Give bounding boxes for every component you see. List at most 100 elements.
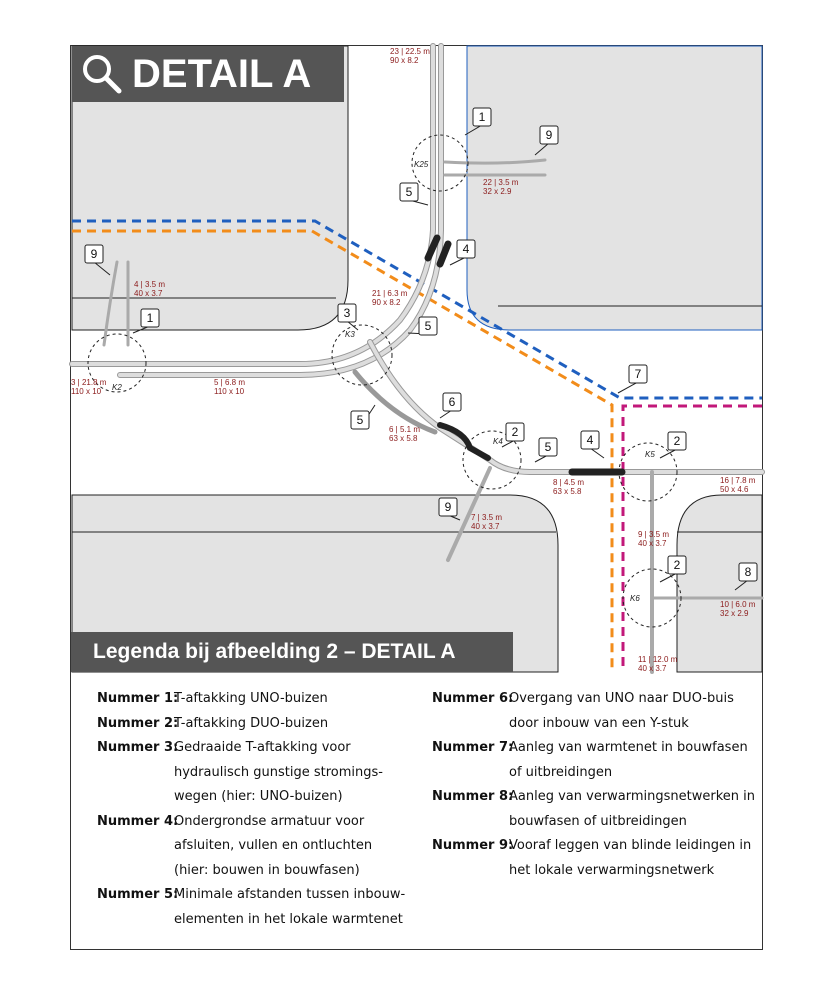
callout-4: 4: [449, 239, 476, 266]
legend-item: Nummer 7:Aanleg van warmtenet in bouwfas…: [432, 736, 762, 785]
callout-9: 9: [438, 497, 461, 521]
node-label: K4: [493, 437, 503, 446]
magnifier-icon: [83, 55, 122, 94]
legend-item: Nummer 6:Overgang van UNO naar DUO-buis …: [432, 687, 762, 736]
node-circle-k5: [618, 442, 678, 502]
callout-number: 6: [449, 395, 456, 409]
callout-number: 2: [674, 558, 681, 572]
callout-7: 7: [617, 364, 648, 394]
callout-9: 9: [84, 244, 111, 276]
node-label: K3: [345, 330, 355, 339]
node-label: K25: [414, 160, 429, 169]
node-label: K6: [630, 594, 640, 603]
callout-9: 9: [534, 125, 559, 156]
callout-number: 2: [674, 434, 681, 448]
legend-text: T-aftakking DUO-buizen: [174, 715, 329, 731]
callout-2: 2: [659, 431, 687, 459]
callout-number: 9: [445, 500, 452, 514]
callouts: 1 9 5 4 9 1 3 5 7 6 5 2 5 4 2 9 2 8: [84, 107, 758, 591]
block-top-right: [466, 45, 763, 331]
legend-item: Nummer 1:T-aftakking UNO-buizen: [97, 687, 417, 712]
callout-number: 1: [147, 311, 154, 325]
callout-2: 2: [501, 422, 525, 448]
callout-number: 1: [479, 110, 486, 124]
block-top-left: [71, 45, 349, 331]
callout-2: 2: [659, 555, 687, 583]
legend-text: Minimale afstanden tussen inbouw- elemen…: [174, 887, 406, 927]
pipes: [69, 43, 765, 674]
callout-number: 8: [745, 565, 752, 579]
callout-number: 5: [425, 319, 432, 333]
legend-text: Aanleg van verwarmingsnetwerken in bouwf…: [509, 789, 756, 829]
callout-5: 5: [399, 182, 429, 206]
node-label: K2: [112, 383, 122, 392]
callout-8: 8: [734, 562, 758, 591]
legend-key: Nummer 7:: [432, 740, 514, 755]
legend-item: Nummer 3:Gedraaide T-aftakking voor hydr…: [97, 736, 417, 810]
node-circle-k6: [622, 568, 682, 628]
detail-title: DETAIL A: [132, 51, 312, 96]
legend-text: T-aftakking UNO-buizen: [174, 691, 328, 706]
legend-left: Nummer 1:T-aftakking UNO-buizen Nummer 2…: [97, 687, 417, 932]
block-bottom-right: [676, 494, 763, 673]
callout-number: 2: [512, 425, 519, 439]
legend-key: Nummer 4:: [97, 813, 179, 829]
callout-number: 9: [546, 128, 553, 142]
node-circle-k4: [462, 430, 522, 490]
callout-number: 3: [344, 306, 351, 320]
callout-6: 6: [439, 392, 462, 419]
node-circle-k25: [411, 134, 469, 192]
legend-right: Nummer 6:Overgang van UNO naar DUO-buis …: [432, 687, 762, 883]
legend-text: Aanleg van warmtenet in bouwfasen of uit…: [509, 740, 748, 780]
legend-key: Nummer 9:: [432, 838, 514, 853]
legend-text: Ondergrondse armatuur voor afsluiten, vu…: [174, 813, 373, 878]
node-circle-k2: [87, 333, 147, 393]
legend-item: Nummer 9:Vooraf leggen van blinde leidin…: [432, 834, 762, 883]
callout-number: 5: [545, 440, 552, 454]
block-bottom-left: [71, 494, 559, 673]
legend-key: Nummer 6:: [432, 691, 514, 706]
boundary-orange: [72, 229, 614, 672]
callout-number: 5: [406, 185, 413, 199]
callout-number: 7: [635, 367, 642, 381]
boundary-magenta: [621, 404, 762, 672]
legend-key: Nummer 5:: [97, 887, 179, 902]
callout-4: 4: [580, 430, 605, 459]
callout-number: 4: [587, 433, 594, 447]
legend-text: Gedraaide T-aftakking voor hydraulisch g…: [174, 740, 383, 804]
callout-1: 1: [464, 107, 492, 136]
boundary-blue: [72, 219, 762, 400]
legend-heading: Legenda bij afbeelding 2 – DETAIL A: [71, 632, 513, 672]
callout-number: 5: [357, 413, 364, 427]
legend-key: Nummer 2:: [97, 715, 179, 731]
callout-3: 3: [337, 303, 359, 331]
callout-1: 1: [132, 308, 160, 334]
legend-text: Vooraf leggen van blinde leidingen in he…: [509, 838, 752, 878]
legend-item: Nummer 4:Ondergrondse armatuur voor afsl…: [97, 810, 417, 884]
node-label: K5: [645, 450, 655, 459]
legend-text: Overgang van UNO naar DUO-buis door inbo…: [509, 691, 734, 731]
callout-5: 5: [534, 437, 558, 463]
callout-number: 4: [463, 242, 470, 256]
legend-item: Nummer 5:Minimale afstanden tussen inbou…: [97, 883, 417, 932]
legend-key: Nummer 1:: [97, 691, 179, 706]
node-circle-k3: [331, 324, 393, 386]
callout-5: 5: [407, 316, 438, 336]
detail-title-bar: DETAIL A: [72, 46, 344, 102]
callout-5: 5: [350, 404, 376, 430]
